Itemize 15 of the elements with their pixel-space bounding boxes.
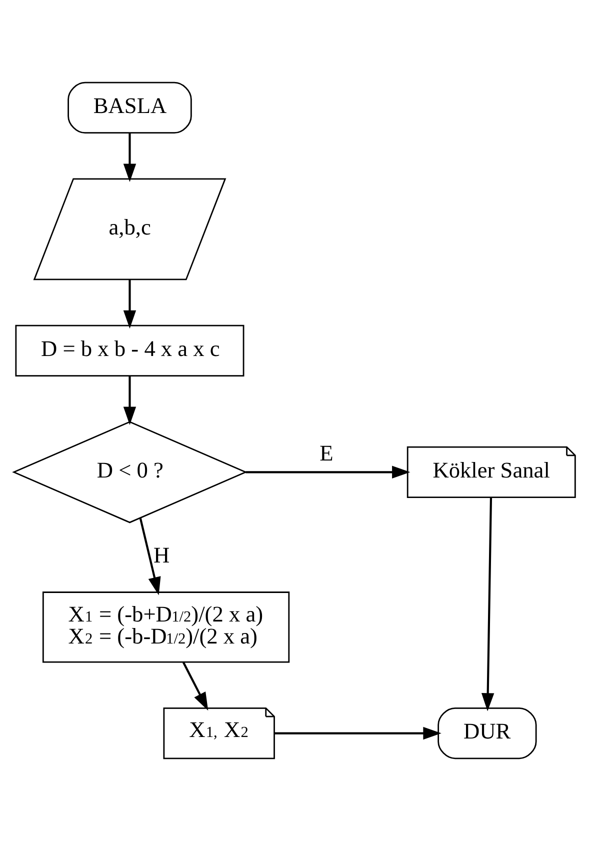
node-box: X1 = (-b+D1/2)/(2 x a) X2 = (-b-D1/2)/(2 x a) bbox=[42, 592, 290, 663]
arrow bbox=[123, 133, 136, 182]
arrow bbox=[481, 497, 494, 712]
arrow bbox=[123, 280, 136, 329]
arrow bbox=[246, 466, 410, 479]
node-diamond: D < 0 ? bbox=[12, 421, 248, 524]
arrow bbox=[274, 726, 442, 740]
arrow bbox=[123, 376, 136, 425]
arrow bbox=[182, 662, 208, 711]
node-box: DUR bbox=[438, 707, 537, 760]
arrow bbox=[139, 518, 161, 596]
node-box: BASLA bbox=[68, 82, 192, 134]
edge-label: H bbox=[153, 542, 170, 568]
edge-label: E bbox=[320, 440, 334, 466]
node-box: D = b x b - 4 x a x c bbox=[15, 324, 244, 377]
